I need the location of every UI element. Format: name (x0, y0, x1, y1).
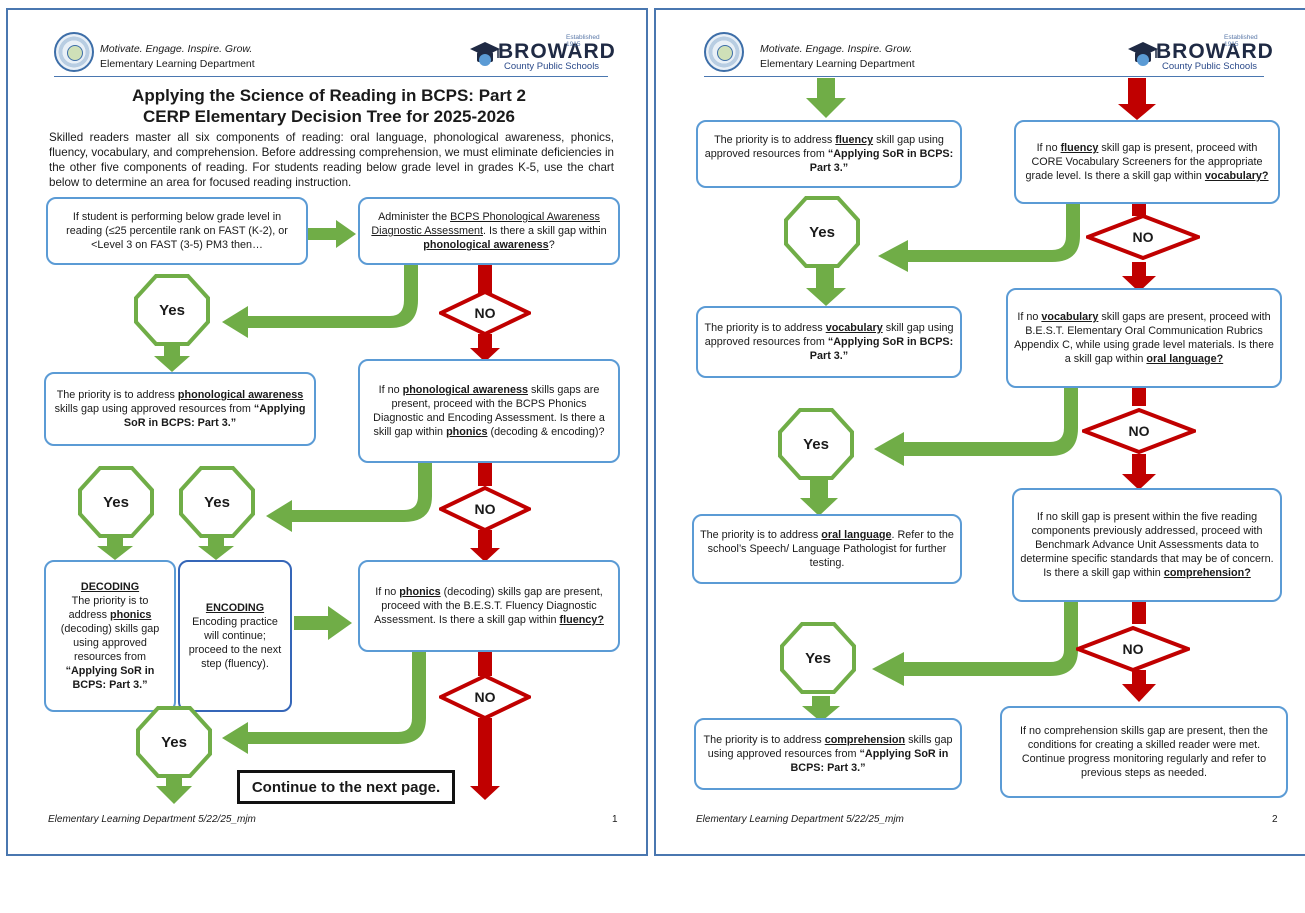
yes-octagon-pa: Yes (134, 274, 210, 346)
start-condition-box: If student is performing below grade lev… (46, 197, 308, 265)
department-seal-icon (704, 32, 744, 72)
logo-wordmark: BROWARD (498, 40, 616, 63)
pa-assessment-text: Administer the BCPS Phonological Awarene… (371, 211, 607, 251)
fluency-assessment-box: If no phonics (decoding) skills gap are … (358, 560, 620, 652)
header-department: Elementary Learning Department (100, 58, 255, 70)
logo-wordmark: BROWARD (1156, 40, 1274, 63)
decoding-heading: DECODING (80, 581, 140, 593)
encoding-text: Encoding practice will continue; proceed… (188, 616, 282, 670)
comprehension-assessment-text: If no skill gap is present within the fi… (1020, 511, 1274, 579)
page-subtitle: CERP Elementary Decision Tree for 2025-2… (143, 107, 515, 126)
yes-octagon-oral-language: Yes (780, 622, 856, 694)
encoding-box: ENCODING Encoding practice will continue… (178, 560, 292, 712)
comprehension-priority-box: The priority is to address comprehension… (694, 718, 962, 790)
header-rule (704, 76, 1264, 77)
logo-subtitle: County Public Schools (1162, 61, 1258, 72)
no-diamond-oral-language: NO (1076, 626, 1190, 672)
logo-subtitle: County Public Schools (504, 61, 600, 72)
page-title: Applying the Science of Reading in BCPS:… (132, 86, 526, 105)
logo-established: Established 1915 (566, 34, 600, 48)
vocabulary-priority-text: The priority is to address vocabulary sk… (704, 322, 954, 362)
no-diamond-pa: NO (439, 290, 531, 336)
oral-language-priority-text: The priority is to address oral language… (700, 529, 954, 569)
no-diamond-fluency: NO (1086, 214, 1200, 260)
skilled-reader-conclusion-box: If no comprehension skills gap are prese… (1000, 706, 1288, 798)
page-number: 2 (1272, 814, 1278, 825)
vocabulary-assessment-box: If no fluency skill gap is present, proc… (1014, 120, 1280, 204)
encoding-heading: ENCODING (205, 602, 265, 614)
fluency-assessment-text: If no phonics (decoding) skills gap are … (374, 586, 604, 626)
header-tagline: Motivate. Engage. Inspire. Grow. (100, 43, 253, 55)
footer-text: Elementary Learning Department 5/22/25_m… (48, 814, 256, 825)
pa-priority-text: The priority is to address phonological … (54, 389, 306, 429)
yes-octagon-vocabulary: Yes (778, 408, 854, 480)
comprehension-assessment-box: If no skill gap is present within the fi… (1012, 488, 1282, 602)
broward-logo: BROWARD County Public Schools Establishe… (1126, 34, 1273, 72)
decoding-box: DECODING The priority is to address phon… (44, 560, 176, 712)
pa-assessment-box: Administer the BCPS Phonological Awarene… (358, 197, 620, 265)
vocabulary-priority-box: The priority is to address vocabulary sk… (696, 306, 962, 378)
yes-octagon-encoding: Yes (179, 466, 255, 538)
phonics-assessment-text: If no phonological awareness skills gaps… (373, 384, 605, 438)
oral-language-assessment-text: If no vocabulary skill gaps are present,… (1014, 311, 1274, 365)
header-department: Elementary Learning Department (760, 58, 915, 70)
decoding-text: The priority is to address phonics (deco… (60, 595, 160, 691)
fluency-priority-text: The priority is to address fluency skill… (704, 134, 954, 174)
intro-paragraph: Skilled readers master all six component… (49, 131, 614, 189)
yes-octagon-fluency: Yes (784, 196, 860, 268)
footer-text: Elementary Learning Department 5/22/25_m… (696, 814, 904, 825)
graduation-cap-icon (1128, 42, 1158, 66)
no-diamond-vocabulary: NO (1082, 408, 1196, 454)
header-tagline: Motivate. Engage. Inspire. Grow. (760, 43, 913, 55)
document-page-1: Motivate. Engage. Inspire. Grow. Element… (6, 8, 648, 856)
comprehension-priority-text: The priority is to address comprehension… (703, 734, 953, 774)
graduation-cap-icon (470, 42, 500, 66)
vocabulary-assessment-text: If no fluency skill gap is present, proc… (1025, 142, 1269, 182)
phonics-assessment-box: If no phonological awareness skills gaps… (358, 359, 620, 463)
broward-logo: BROWARD County Public Schools Establishe… (468, 34, 615, 72)
flow-arrows-page-2 (800, 78, 1156, 722)
yes-octagon-fluency: Yes (136, 706, 212, 778)
no-diamond-phonics: NO (439, 486, 531, 532)
department-seal-icon (54, 32, 94, 72)
no-diamond-fluency: NO (439, 674, 531, 720)
oral-language-assessment-box: If no vocabulary skill gaps are present,… (1006, 288, 1282, 388)
logo-established: Established 1915 (1224, 34, 1258, 48)
page-number: 1 (612, 814, 618, 825)
yes-octagon-decoding: Yes (78, 466, 154, 538)
header-rule (54, 76, 608, 77)
fluency-priority-box: The priority is to address fluency skill… (696, 120, 962, 188)
document-page-2: Motivate. Engage. Inspire. Grow. Element… (654, 8, 1305, 856)
continue-next-page-note: Continue to the next page. (237, 770, 455, 804)
oral-language-priority-box: The priority is to address oral language… (692, 514, 962, 584)
pa-priority-box: The priority is to address phonological … (44, 372, 316, 446)
